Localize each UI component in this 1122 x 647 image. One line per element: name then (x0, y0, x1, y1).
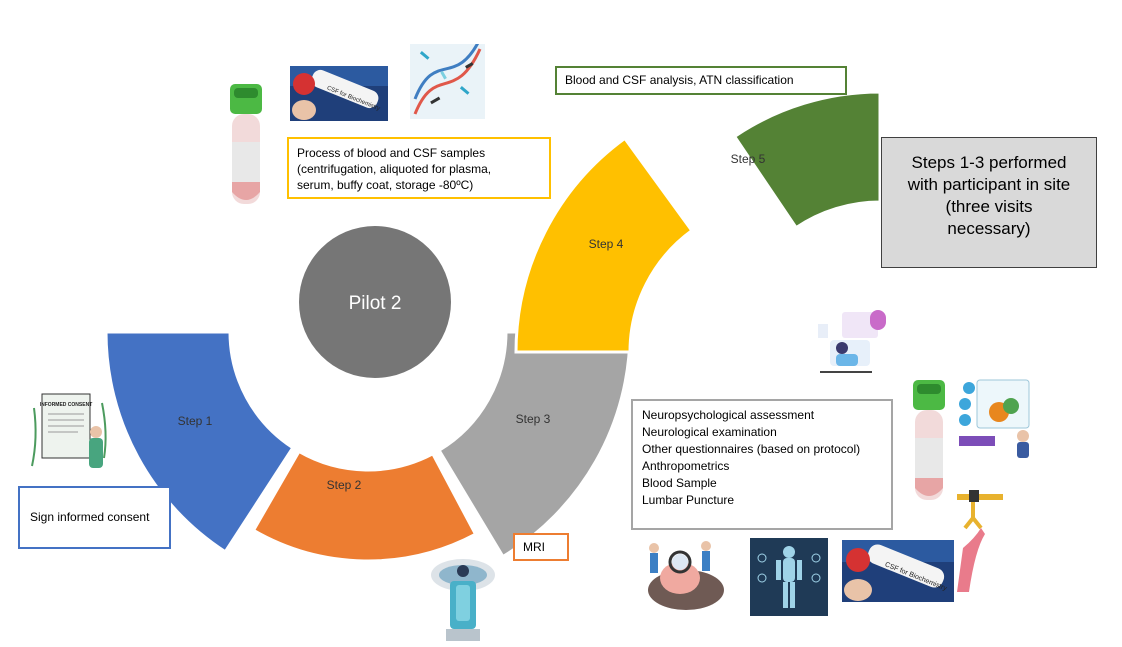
csf-tube-photo-2: CSF for Biochemistry (842, 540, 954, 602)
note-line-1: Steps 1-3 performed (911, 153, 1067, 172)
consent-text: Sign informed consent (30, 510, 150, 524)
process-line-1: Process of blood and CSF samples (297, 146, 486, 160)
lumbar-puncture-image (957, 490, 1003, 592)
note-line-4: necessary) (947, 219, 1031, 238)
blood-tube-image-2 (913, 380, 945, 500)
assessment-line-5: Blood Sample (642, 476, 717, 490)
step-1-segment (104, 330, 295, 554)
assessment-line-4: Anthropometrics (642, 459, 730, 473)
note-line-3: (three visits (945, 197, 1033, 216)
assessment-line-3: Other questionnaires (based on protocol) (642, 442, 861, 456)
brain-research-image (648, 541, 724, 610)
note-line-2: with participant in site (907, 175, 1071, 194)
assessment-line-1: Neuropsychological assessment (642, 408, 815, 422)
note-box: Steps 1-3 performed with participant in … (881, 137, 1097, 268)
center-label: Pilot 2 (349, 293, 402, 314)
analysis-box: Blood and CSF analysis, ATN classificati… (555, 66, 847, 95)
step-3-label: Step 3 (516, 412, 551, 426)
consent-doc-label: INFORMED CONSENT (40, 402, 93, 408)
process-line-3: serum, buffy coat, storage -80ºC) (297, 178, 474, 192)
process-line-2: (centrifugation, aliquoted for plasma, (297, 162, 492, 176)
step-2-segment (251, 449, 478, 563)
csf-tube-photo: CSF for Biochemistry (290, 66, 388, 121)
assessment-box: Neuropsychological assessment Neurologic… (631, 399, 893, 530)
step-5-segment (732, 90, 882, 230)
assessment-line-6: Lumbar Puncture (642, 493, 735, 507)
analysis-text: Blood and CSF analysis, ATN classificati… (565, 73, 794, 87)
assessment-line-2: Neurological examination (642, 425, 777, 439)
arc-layer: Step 1 Step 2 Step 3 Step 4 Step 5 (104, 90, 882, 563)
step-5-label: Step 5 (731, 152, 766, 166)
step-4-label: Step 4 (589, 237, 624, 251)
blood-tube-image (230, 84, 262, 204)
step-4-segment (514, 136, 694, 354)
consent-box: Sign informed consent (18, 486, 171, 549)
nutrition-image (959, 379, 1030, 458)
informed-consent-image: INFORMED CONSENT (31, 393, 107, 468)
consultation-image (818, 310, 886, 373)
mri-box: MRI (513, 533, 569, 561)
center-circle (299, 226, 451, 378)
step-1-label: Step 1 (178, 414, 213, 428)
mri-text: MRI (523, 540, 545, 554)
anthropometrics-image (750, 538, 828, 616)
mri-image (431, 559, 495, 641)
step-2-label: Step 2 (327, 478, 362, 492)
dna-image (410, 44, 485, 119)
process-box: Process of blood and CSF samples (centri… (287, 137, 551, 199)
